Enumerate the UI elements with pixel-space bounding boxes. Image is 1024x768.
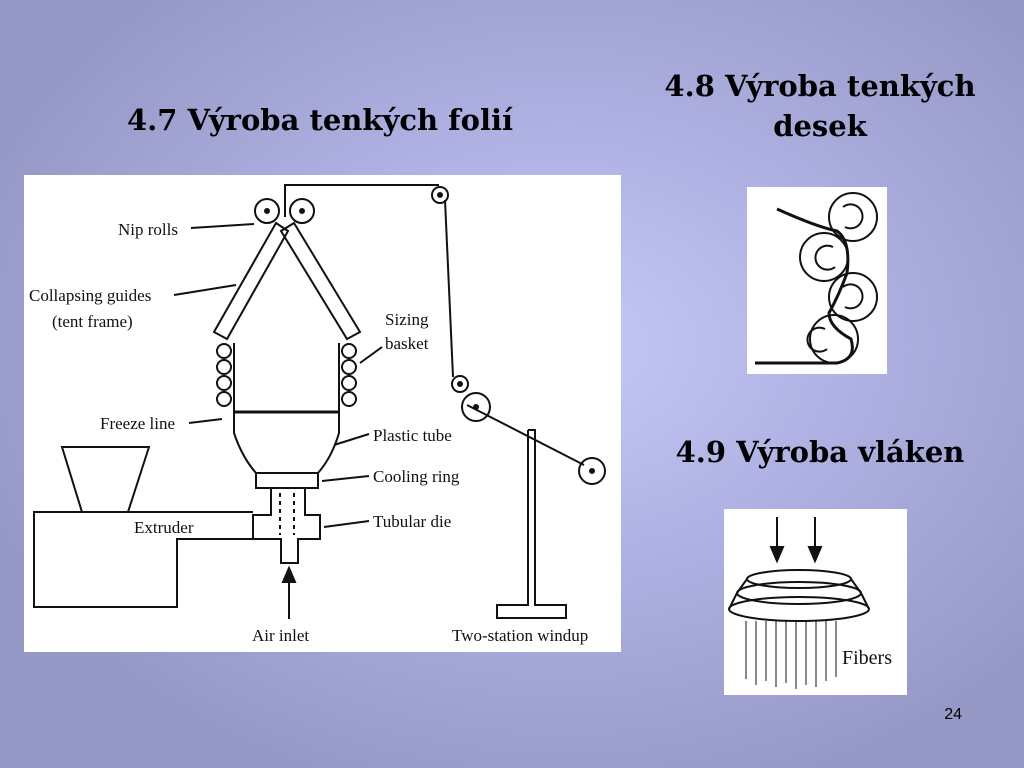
extruder: [33, 511, 253, 608]
collapsing-guide-right: [279, 221, 362, 341]
cooling-ring: [255, 472, 319, 489]
label-windup: Two-station windup: [452, 626, 588, 645]
nip-roll-right: [289, 198, 315, 224]
hopper: [60, 446, 151, 513]
blown-film-drawing: Nip rolls Collapsing guides (tent frame)…: [29, 184, 606, 645]
fiber-heading: 4.9 Výroba vláken: [675, 435, 965, 469]
page-number: 24: [944, 706, 962, 723]
calender-roll-2: [799, 232, 849, 282]
windup-stand: [496, 429, 567, 619]
calender-rolls-diagram: [747, 187, 887, 374]
fiber-spinning-diagram: Fibers: [724, 509, 907, 695]
nip-roll-left: [254, 198, 280, 224]
label-air-inlet: Air inlet: [252, 626, 309, 645]
film-heading: 4.7 Výroba tenkých folií: [126, 103, 514, 137]
label-plastic-tube: Plastic tube: [373, 426, 452, 445]
calender-rolls-drawing: [755, 192, 878, 365]
label-sizing: Sizing: [385, 310, 429, 329]
fiber-spinning-drawing: Fibers: [728, 517, 892, 689]
calender-roll-1: [828, 192, 878, 242]
tubular-die: [252, 488, 321, 564]
label-extruder: Extruder: [134, 518, 194, 537]
collapsing-guide-left: [212, 221, 290, 341]
label-freeze-line: Freeze line: [100, 414, 175, 433]
label-tent-frame: (tent frame): [52, 312, 133, 331]
label-cooling-ring: Cooling ring: [373, 467, 460, 486]
label-nip-rolls: Nip rolls: [118, 220, 178, 239]
blown-film-diagram: Nip rolls Collapsing guides (tent frame)…: [24, 175, 621, 652]
label-collapsing-guides: Collapsing guides: [29, 286, 151, 305]
sheet-heading: 4.8 Výroba tenkých desek: [664, 69, 976, 143]
label-tubular-die: Tubular die: [373, 512, 451, 531]
plastic-tube: [233, 412, 340, 474]
label-basket: basket: [385, 334, 429, 353]
calender-roll-3: [828, 272, 878, 322]
label-fibers: Fibers: [842, 647, 892, 669]
